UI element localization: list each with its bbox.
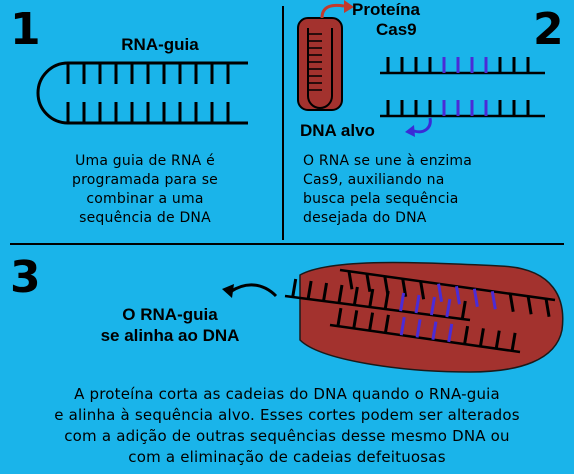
base-mark — [347, 271, 354, 290]
protein-arrowhead-icon — [344, 0, 354, 13]
cas9-guide-bases — [308, 33, 322, 91]
base-mark — [383, 290, 390, 310]
base-mark — [352, 310, 359, 329]
footer-text: A proteína corta as cadeias do DNA quand… — [0, 384, 574, 468]
align-label: O RNA-guia se alinha ao DNA — [60, 304, 280, 346]
protein-arrow-icon — [320, 3, 345, 19]
strand-line — [339, 268, 556, 302]
base-mark — [419, 281, 426, 300]
caption-line: desejada do DNA — [303, 210, 427, 226]
base-mark — [494, 330, 501, 349]
base-mark — [401, 278, 408, 297]
footer-line: com a adição de outras sequências desse … — [64, 427, 510, 445]
base-mark — [445, 298, 452, 318]
base-mark — [437, 283, 444, 302]
base-mark — [399, 292, 406, 312]
dna-arrow-icon — [413, 117, 432, 134]
caption-line: Uma guia de RNA é — [75, 153, 215, 169]
caption-line: O RNA se une à enzima — [303, 153, 473, 169]
panel1-caption: Uma guia de RNA é programada para se com… — [30, 152, 260, 228]
protein-label-line: Proteína — [352, 0, 421, 19]
base-mark — [291, 278, 298, 298]
base-mark — [352, 286, 359, 306]
cas9-dna-complex — [284, 261, 564, 373]
footer-line: com a eliminação de cadeias defeituosas — [128, 448, 446, 466]
protein-label: Proteína Cas9 — [352, 0, 452, 40]
base-mark — [368, 312, 375, 331]
panel2-caption: O RNA se une à enzima Cas9, auxiliando n… — [303, 152, 563, 228]
target-dna-bases-bottom — [386, 100, 530, 116]
base-mark — [431, 321, 438, 340]
step-number-1: 1 — [10, 4, 41, 55]
base-mark — [490, 291, 497, 310]
base-mark — [365, 273, 372, 292]
caption-line: combinar a uma — [86, 191, 204, 207]
base-mark — [463, 325, 470, 345]
target-dna-bases-top — [386, 57, 530, 73]
base-mark — [414, 294, 421, 314]
base-mark — [478, 328, 485, 347]
align-label-line: se alinha ao DNA — [100, 326, 240, 345]
align-arrow-icon — [229, 283, 278, 298]
align-arrowhead-icon — [222, 284, 234, 298]
caption-line: Cas9, auxiliando na — [303, 172, 445, 188]
protein-label-line: Cas9 — [376, 20, 417, 39]
base-mark — [383, 314, 390, 334]
target-dna-label: DNA alvo — [300, 121, 375, 140]
base-mark — [322, 282, 329, 302]
guide-rna-hairpin — [36, 61, 248, 125]
strand-line — [329, 323, 521, 354]
guide-rna-bases-top — [66, 63, 230, 84]
base-mark — [447, 323, 454, 343]
aligned-strands — [284, 268, 556, 354]
base-mark — [399, 316, 406, 336]
base-mark — [368, 288, 375, 308]
footer-line: A proteína corta as cadeias do DNA quand… — [74, 385, 500, 403]
dna-arrowhead-icon — [405, 125, 415, 137]
caption-line: programada para se — [71, 172, 218, 188]
caption-line: sequência de DNA — [79, 210, 211, 226]
cas9-protein — [297, 17, 343, 111]
base-mark — [544, 298, 551, 317]
target-dna — [380, 57, 545, 118]
step-number-3: 3 — [10, 252, 41, 303]
strand-line — [284, 294, 471, 322]
step-number-2: 2 — [533, 4, 564, 55]
footer-line: e alinha à sequência alvo. Esses cortes … — [54, 406, 520, 424]
base-mark — [526, 296, 533, 315]
base-mark — [472, 288, 479, 307]
base-mark — [510, 332, 517, 352]
align-label-line: O RNA-guia — [122, 305, 218, 324]
base-mark — [306, 280, 313, 300]
base-mark — [415, 319, 422, 338]
caption-line: busca pela sequência — [303, 191, 459, 207]
base-mark — [508, 293, 515, 312]
base-mark — [454, 286, 461, 305]
base-mark — [336, 307, 343, 327]
guide-rna-bases-bottom — [66, 102, 230, 123]
base-mark — [429, 296, 436, 316]
guide-rna-title: RNA-guia — [121, 35, 199, 54]
base-mark — [460, 300, 467, 320]
base-mark — [337, 284, 344, 304]
